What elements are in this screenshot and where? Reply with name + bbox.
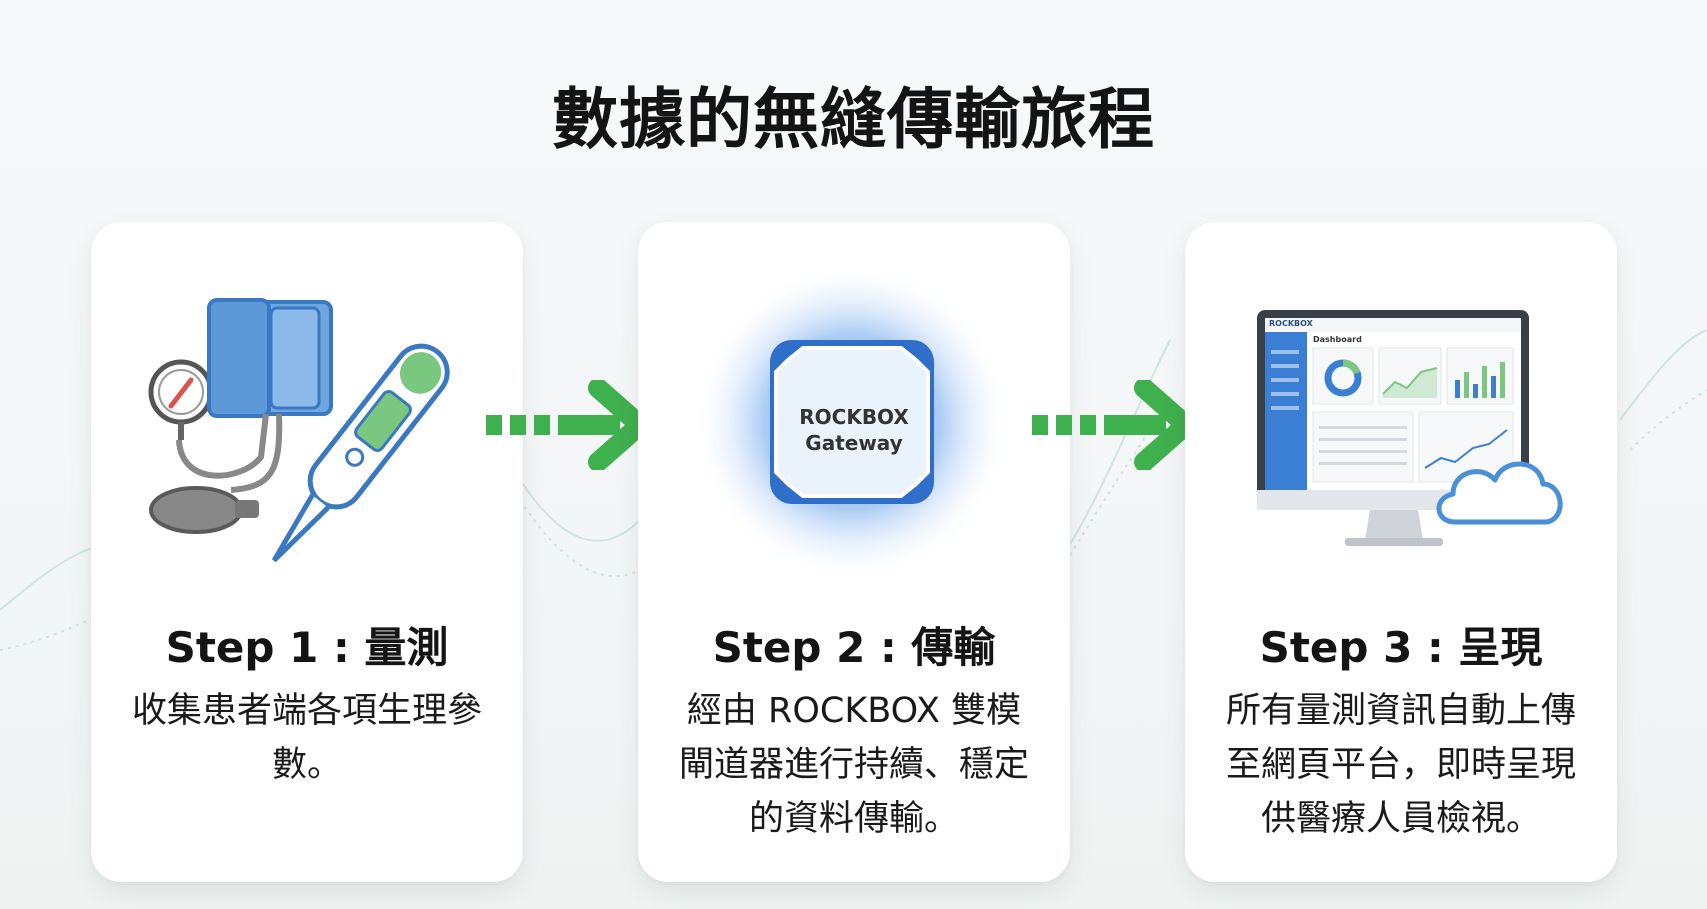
step-description: 所有量測資訊自動上傳至網頁平台，即時呈現供醫療人員檢視。: [1225, 691, 1576, 839]
step-card-2: ROCKBOX Gateway Step 2 : 傳輸 經由 ROCKBOX 雙…: [638, 222, 1070, 882]
medical-devices-icon: [148, 298, 450, 563]
cloud-icon: [1436, 461, 1563, 525]
bulb-icon: [149, 486, 259, 534]
gateway-icon: [692, 262, 1012, 582]
monitor-dashboard-icon: [1257, 310, 1563, 546]
step-title: Step 2 : 傳輸: [712, 623, 996, 672]
gateway-label-line2: Gateway: [805, 431, 903, 455]
bp-cuff-icon: [207, 298, 333, 418]
step-card-3: ROCKBOX Dashboard Step 3 : 呈現 所有量測資訊自動上傳…: [1185, 222, 1617, 882]
pressure-gauge-icon: [148, 359, 214, 440]
gateway-label-line1: ROCKBOX: [799, 405, 909, 429]
page-title: 數據的無縫傳輸旅程: [552, 81, 1155, 158]
step-description: 收集患者端各項生理參數。: [131, 691, 482, 785]
thermometer-icon: [271, 343, 450, 563]
monitor-page-title: Dashboard: [1313, 335, 1362, 344]
gateway-label: ROCKBOX Gateway: [638, 404, 1070, 456]
step-title: Step 1 : 量測: [165, 623, 449, 672]
step-title: Step 3 : 呈現: [1259, 623, 1543, 672]
step-card-1: Step 1 : 量測 收集患者端各項生理參數。: [91, 222, 523, 882]
monitor-brand: ROCKBOX: [1269, 319, 1313, 328]
step-description: 經由 ROCKBOX 雙模閘道器進行持續、穩定的資料傳輸。: [678, 691, 1029, 839]
